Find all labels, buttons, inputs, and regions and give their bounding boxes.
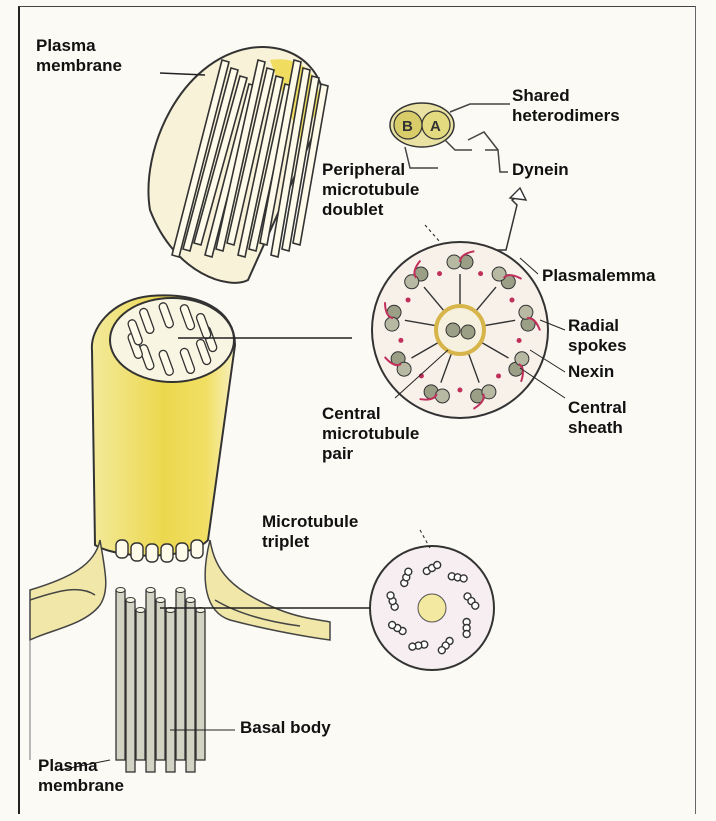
label-plasma-membrane-top: Plasma membrane <box>36 36 122 76</box>
basal-tubule <box>196 610 205 760</box>
cilium-shaft <box>92 295 235 562</box>
nexin-link <box>496 373 501 378</box>
basal-tubule <box>136 610 145 760</box>
basal-tubule <box>146 590 155 772</box>
nexin-link <box>398 338 403 343</box>
label-central-sheath: Central sheath <box>568 398 627 438</box>
tubule-end <box>126 598 135 603</box>
nexin-link <box>478 271 483 276</box>
label-basal-body: Basal body <box>240 718 331 738</box>
tubule-end <box>186 598 195 603</box>
doublet-tubule <box>447 255 461 269</box>
label-shared-heterodimers: Shared heterodimers <box>512 86 620 126</box>
basal-tubule <box>126 600 135 772</box>
nexin-link <box>457 387 462 392</box>
doublet-tubule <box>492 267 506 281</box>
label-radial-spokes: Radial spokes <box>568 316 627 356</box>
heterodimer-a: A <box>430 118 441 135</box>
nexin-link <box>437 271 442 276</box>
basal-tubule <box>116 590 125 760</box>
central-tubule <box>461 325 475 339</box>
tubule-end <box>176 588 185 593</box>
axoneme-top-segment <box>148 47 328 283</box>
triplet-tubule <box>408 643 416 651</box>
doublet-tubule <box>519 305 533 319</box>
tubule-end <box>156 598 165 603</box>
triplet-tubule <box>460 574 468 582</box>
axoneme-cross-section <box>372 242 548 418</box>
central-tubule <box>446 323 460 337</box>
basal-tubule <box>166 610 175 772</box>
label-nexin: Nexin <box>568 362 614 382</box>
label-microtubule-triplet: Microtubule triplet <box>262 512 358 552</box>
basal-body <box>116 588 205 773</box>
doublet-tubule <box>435 389 449 403</box>
doublet-tubule <box>385 317 399 331</box>
basal-tubule <box>186 600 195 772</box>
label-dynein: Dynein <box>512 160 569 180</box>
microtubule-triplet <box>463 619 470 638</box>
label-central-pair: Central microtubule pair <box>322 404 419 464</box>
label-plasma-membrane-bottom: Plasma membrane <box>38 756 124 796</box>
tubule-end <box>146 588 155 593</box>
tubule-end <box>136 608 145 613</box>
basal-cross-section <box>370 546 494 670</box>
doublet-tubule <box>515 352 529 366</box>
nexin-link <box>509 298 514 303</box>
tubule-end <box>116 588 125 593</box>
label-plasmalemma: Plasmalemma <box>542 266 655 286</box>
basal-tubule <box>176 590 185 760</box>
nexin-link <box>406 297 411 302</box>
basal-tubule <box>156 600 165 760</box>
triplet-tubule <box>463 631 470 638</box>
label-peripheral-doublet: Peripheral microtubule doublet <box>322 160 419 220</box>
nexin-link <box>517 338 522 343</box>
heterodimer-b: B <box>402 118 413 135</box>
